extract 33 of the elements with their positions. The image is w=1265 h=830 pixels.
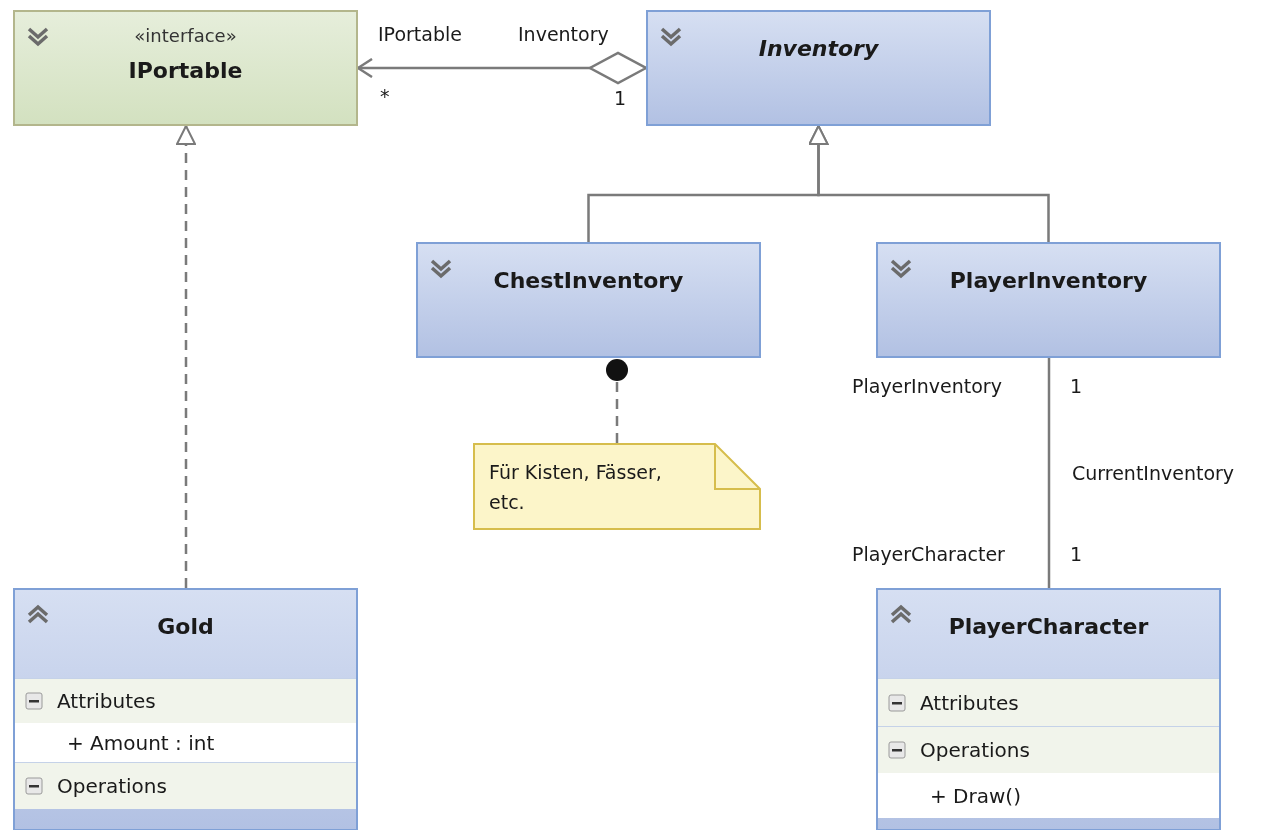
member-text: + Draw()	[930, 783, 1021, 808]
note-text: Für Kisten, Fässer, etc.	[489, 460, 663, 515]
class-name: PlayerCharacter	[948, 613, 1149, 641]
class-name: PlayerInventory	[949, 267, 1148, 295]
role-label: 1	[614, 86, 627, 110]
note-connector	[606, 358, 628, 443]
generalization-arrow	[808, 125, 1050, 242]
class-box	[876, 242, 1221, 358]
role-label: PlayerInventory	[852, 374, 1002, 398]
class-name: Gold	[157, 613, 214, 641]
role-label: *	[380, 84, 390, 108]
role-label: Inventory	[518, 22, 609, 46]
role-label: IPortable	[378, 22, 462, 46]
association-line	[1047, 358, 1051, 588]
class-name: IPortable	[128, 57, 243, 85]
compartment-title: Operations	[57, 774, 167, 798]
stereotype-label: «interface»	[134, 24, 237, 48]
role-label: PlayerCharacter	[852, 542, 1005, 566]
compartment-title: Attributes	[57, 689, 156, 713]
realization-arrow	[176, 125, 196, 588]
note-box	[473, 443, 761, 530]
class-name: Inventory	[758, 35, 879, 63]
class-box	[646, 10, 991, 126]
member-text: + Amount : int	[67, 730, 215, 755]
class-box	[13, 588, 358, 830]
class-box	[416, 242, 761, 358]
class-box	[13, 10, 358, 126]
class-name: ChestInventory	[493, 267, 684, 295]
role-label: 1	[1070, 542, 1083, 566]
compartment-title: Attributes	[920, 690, 1019, 715]
compartment-title: Operations	[920, 738, 1030, 762]
role-label: 1	[1070, 374, 1083, 398]
class-box	[876, 588, 1221, 830]
